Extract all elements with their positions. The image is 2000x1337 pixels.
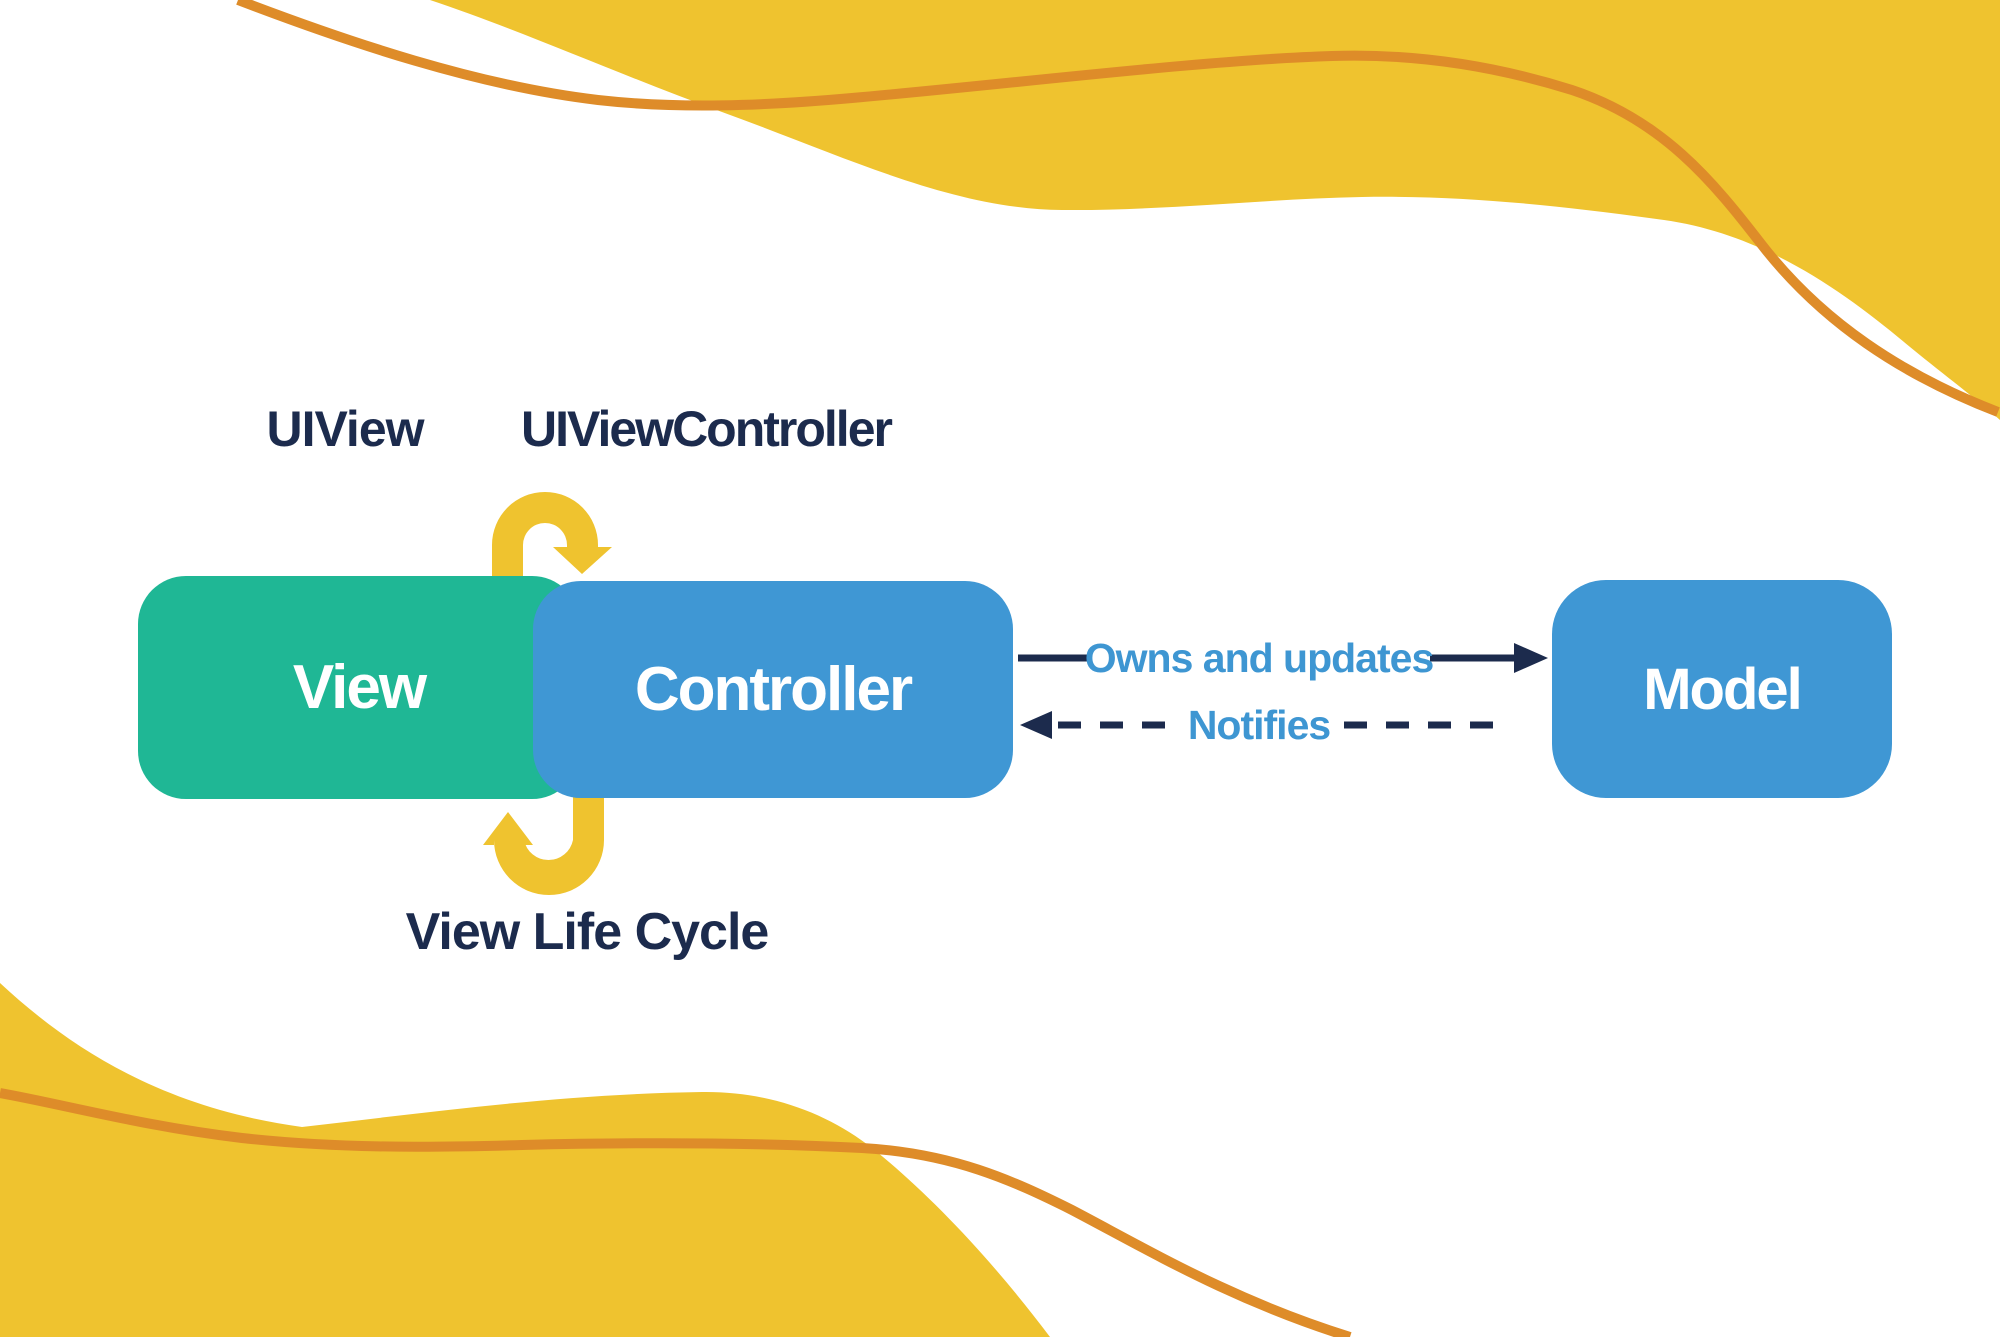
controller-node: Controller: [533, 581, 1013, 798]
uiviewcontroller-annotation: UIViewController: [521, 401, 893, 457]
owns-arrowhead-icon: [1514, 643, 1548, 673]
view-life-cycle-annotation: View Life Cycle: [405, 903, 770, 961]
notifies-relation-label: Notifies: [1187, 702, 1331, 748]
decor-bottom-blob: [0, 983, 1050, 1337]
uiview-annotation: UIView: [266, 401, 424, 457]
lifecycle-arrow-bottom-icon: [483, 792, 604, 895]
controller-node-label: Controller: [634, 655, 913, 724]
notifies-arrowhead-icon: [1020, 711, 1052, 739]
view-node-label: View: [292, 653, 427, 722]
owns-and-updates-relation-label: Owns and updates: [1084, 635, 1434, 681]
decor-top-wave-line: [236, 0, 2000, 417]
lifecycle-arrow-top-icon: [492, 492, 612, 584]
view-node: View: [138, 576, 580, 799]
decor-bottom-wave-line: [0, 1088, 1352, 1337]
model-node: Model: [1552, 580, 1892, 798]
model-node-label: Model: [1643, 656, 1803, 722]
